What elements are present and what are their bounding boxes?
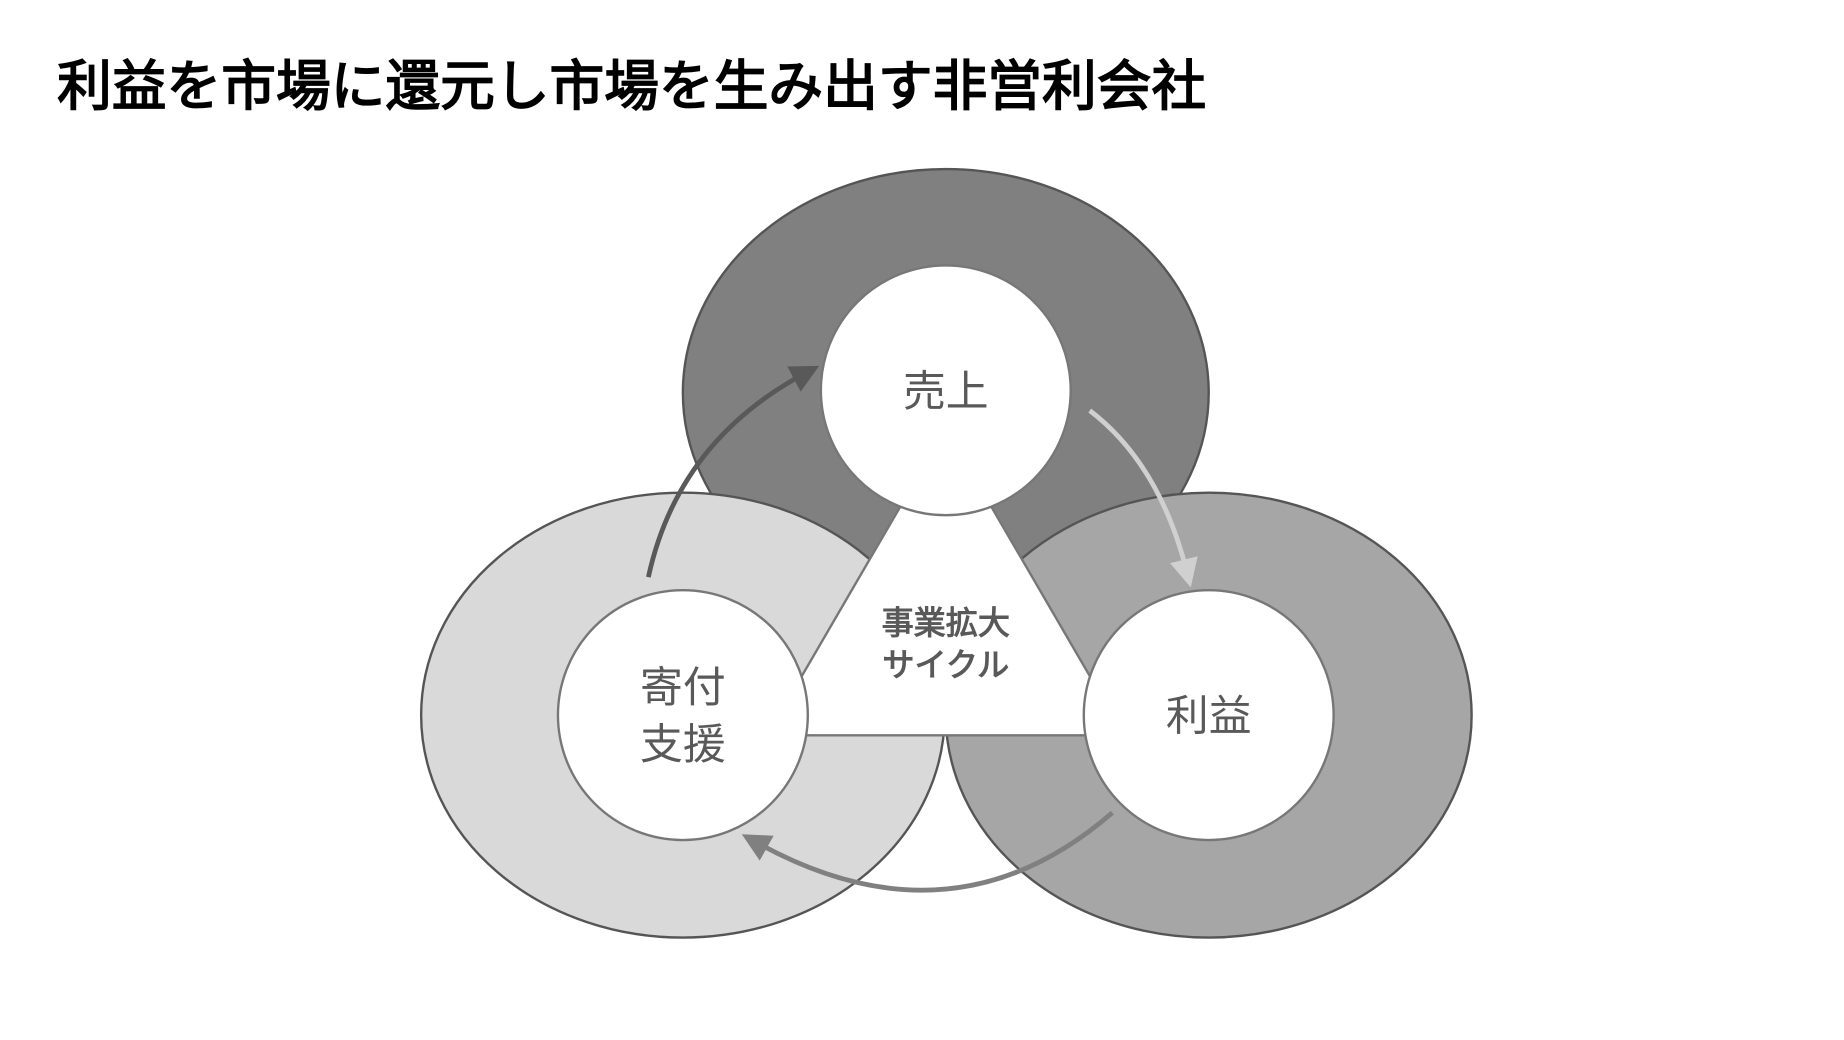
- center-triangle: [765, 426, 1127, 737]
- page-title: 利益を市場に還元し市場を生み出す非営利会社: [57, 54, 1206, 118]
- arrow-donation-to-sales: [646, 365, 820, 578]
- donation-node: [556, 589, 809, 842]
- sales-label: 売上: [903, 367, 989, 417]
- arrow-profit-to-donation: [741, 810, 1114, 893]
- arrow-sales-to-profit: [1088, 408, 1198, 588]
- donation-label-line1: 寄付: [640, 663, 726, 713]
- profit-node: [1082, 589, 1335, 842]
- donation-label-line2: 支援: [640, 720, 726, 770]
- center-label-line2: サイクル: [882, 646, 1009, 684]
- center-label-line1: 事業拡大: [882, 604, 1010, 642]
- profit-label: 利益: [1166, 692, 1252, 742]
- sales-node: [819, 264, 1072, 517]
